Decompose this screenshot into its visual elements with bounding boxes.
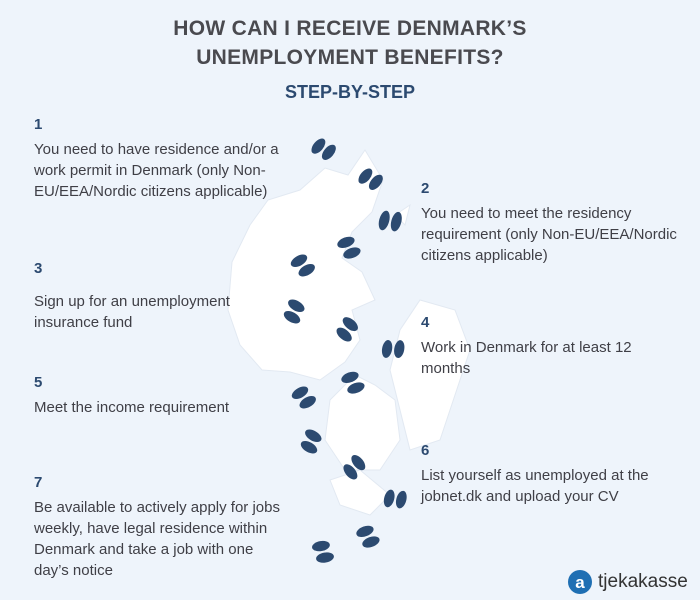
footprint-pair-icon (356, 525, 380, 548)
footprint-pair-icon (311, 138, 336, 160)
logo-text: tjekakasse (598, 571, 688, 592)
step-number: 3 (34, 260, 43, 277)
title-line-1: HOW CAN I RECEIVE DENMARK’S (173, 17, 527, 40)
footprint-pair-icon (336, 317, 358, 342)
footprint-pair-icon (337, 236, 361, 259)
footprint-pair-icon (291, 386, 316, 409)
step-7: 7 Be available to actively apply for job… (34, 472, 289, 581)
step-text: Sign up for an unemployment insurance fu… (34, 293, 230, 331)
step-text: Be available to actively apply for jobs … (34, 499, 280, 579)
step-number: 4 (421, 314, 430, 331)
step-5: 5 Meet the income requirement (34, 372, 284, 418)
subtitle: STEP-BY-STEP (284, 82, 416, 102)
footprint-pair-icon (341, 371, 365, 394)
step-1: 1 You need to have residence and/or a wo… (34, 114, 304, 202)
footprint-pair-icon (312, 540, 334, 563)
footprint-pair-icon (290, 254, 315, 277)
footprint-pair-icon (283, 299, 305, 324)
title-line-2: UNEMPLOYMENT BENEFITS? (196, 46, 504, 69)
step-text: List yourself as unemployed at the jobne… (421, 467, 649, 505)
step-2: 2 You need to meet the residency require… (421, 178, 686, 266)
footprint-pair-icon (343, 455, 366, 480)
footprint-pair-icon (358, 168, 383, 190)
step-number: 1 (34, 116, 43, 133)
step-4: 4 Work in Denmark for at least 12 months (421, 312, 671, 379)
denmark-map (227, 149, 471, 516)
footprint-pair-icon (378, 210, 402, 232)
footprint-pair-icon (300, 429, 322, 454)
footprint-pair-icon (381, 340, 405, 358)
step-text: You need to meet the residency requireme… (421, 205, 677, 264)
step-3: 3 Sign up for an unemployment insurance … (34, 258, 274, 333)
tjekakasse-logo: a tjekakasse (568, 570, 688, 594)
logo-mark-icon: a (568, 570, 592, 594)
step-text: Meet the income requirement (34, 399, 230, 416)
step-number: 5 (34, 374, 43, 391)
step-number: 6 (421, 442, 430, 459)
step-number: 2 (421, 180, 430, 197)
step-text: You need to have residence and/or a work… (34, 141, 279, 200)
step-number: 7 (34, 474, 43, 491)
step-6: 6 List yourself as unemployed at the job… (421, 440, 686, 507)
footsteps (283, 138, 407, 563)
step-text: Work in Denmark for at least 12 months (421, 339, 632, 377)
page-title: HOW CAN I RECEIVE DENMARK’S UNEMPLOYMENT… (0, 14, 700, 72)
footprint-pair-icon (383, 489, 407, 509)
